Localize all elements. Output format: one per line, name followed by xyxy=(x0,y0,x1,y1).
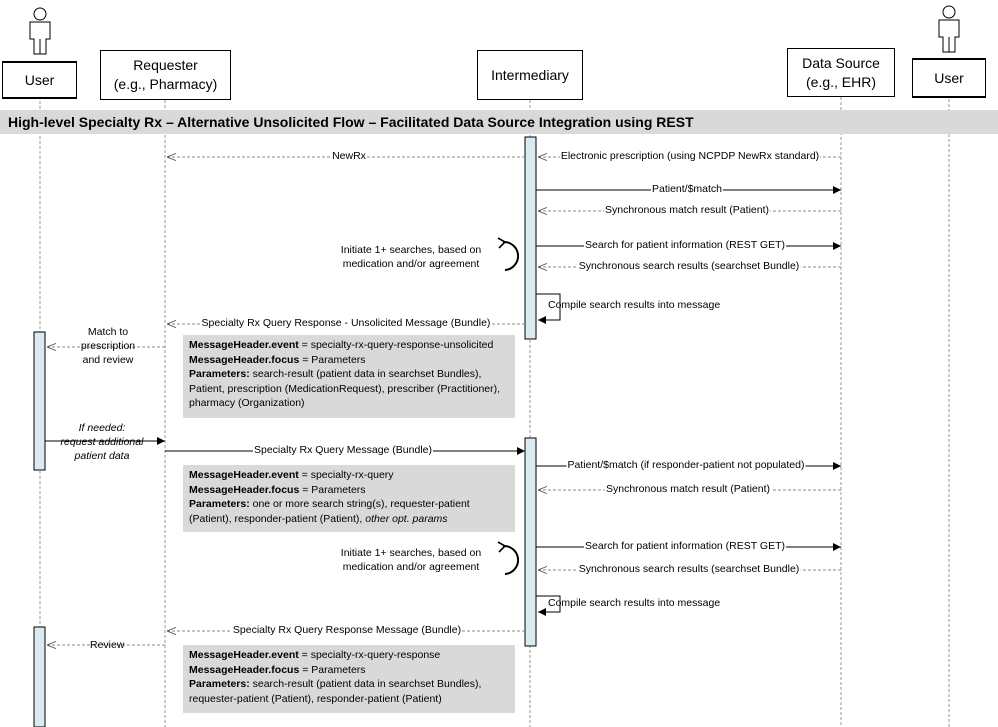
label-if-needed: If needed: request additional patient da… xyxy=(60,422,144,462)
label-patient-match-1: Patient/$match xyxy=(650,183,724,196)
label-electronic-prescription: Electronic prescription (using NCPDP New… xyxy=(559,150,821,163)
note-key: Parameters: xyxy=(189,498,250,511)
label-query-message: Specialty Rx Query Message (Bundle) xyxy=(253,444,433,457)
loop-arrow-icon xyxy=(497,541,520,575)
activation-intermediary-2 xyxy=(524,437,537,647)
participant-requester: Requester (e.g., Pharmacy) xyxy=(100,50,231,100)
note-value: = specialty-rx-query-response xyxy=(298,649,441,661)
note-value: search-result (patient data in searchset… xyxy=(189,368,501,410)
note-key: Parameters: xyxy=(189,678,250,691)
note-query-response: MessageHeader.event = specialty-rx-query… xyxy=(183,645,515,713)
participant-data-source: Data Source (e.g., EHR) xyxy=(787,48,895,97)
label-search-patient-1: Search for patient information (REST GET… xyxy=(584,239,786,252)
note-value: = Parameters xyxy=(299,483,366,496)
note-key: MessageHeader.focus xyxy=(189,353,300,366)
label-query-response: Specialty Rx Query Response Message (Bun… xyxy=(231,624,463,637)
label-patient-match-2: Patient/$match (if responder-patient not… xyxy=(566,459,806,472)
note-key: MessageHeader.event xyxy=(189,649,299,661)
label-compile-1: Compile search results into message xyxy=(548,299,721,311)
note-value-italic: other opt. params xyxy=(365,512,448,525)
note-value: search-result (patient data in searchset… xyxy=(189,678,482,705)
note-value: = Parameters xyxy=(299,353,366,366)
note-value: = specialty-rx-query-response-unsolicite… xyxy=(298,339,494,351)
note-key: MessageHeader.event xyxy=(189,469,299,481)
label-newrx: NewRx xyxy=(331,150,367,163)
note-value: = Parameters xyxy=(299,663,366,676)
label-initiate-searches-2: Initiate 1+ searches, based on medicatio… xyxy=(340,547,482,573)
label-match-review: Match to prescription and review xyxy=(80,326,136,366)
participant-intermediary: Intermediary xyxy=(477,50,583,100)
label-initiate-searches-1: Initiate 1+ searches, based on medicatio… xyxy=(340,244,482,270)
activation-user-1 xyxy=(33,331,46,471)
participant-user-right: User xyxy=(912,58,986,98)
activation-user-2 xyxy=(33,626,46,727)
label-sync-match-2: Synchronous match result (Patient) xyxy=(605,483,771,496)
label-sync-match-1: Synchronous match result (Patient) xyxy=(604,204,770,217)
person-icon xyxy=(29,7,51,55)
label-review: Review xyxy=(90,639,125,651)
label-sync-search-2: Synchronous search results (searchset Bu… xyxy=(577,563,801,576)
participant-user-left: User xyxy=(2,61,77,99)
note-key: MessageHeader.focus xyxy=(189,663,300,676)
note-query-message: MessageHeader.event = specialty-rx-query… xyxy=(183,465,515,532)
person-icon xyxy=(938,5,960,53)
label-search-patient-2: Search for patient information (REST GET… xyxy=(584,540,786,553)
label-sync-search-1: Synchronous search results (searchset Bu… xyxy=(577,260,801,273)
label-compile-2: Compile search results into message xyxy=(548,597,721,609)
activation-intermediary-1 xyxy=(524,136,537,340)
arrow-compile-1 xyxy=(536,293,561,324)
note-value: = specialty-rx-query xyxy=(298,469,394,481)
label-unsolicited-response: Specialty Rx Query Response - Unsolicite… xyxy=(200,317,492,330)
note-unsolicited-response: MessageHeader.event = specialty-rx-query… xyxy=(183,335,515,418)
note-value: one or more search string(s), requester-… xyxy=(189,498,470,525)
diagram-title: High-level Specialty Rx – Alternative Un… xyxy=(0,110,998,134)
note-key: MessageHeader.event xyxy=(189,339,299,351)
note-key: Parameters: xyxy=(189,368,250,381)
loop-arrow-icon xyxy=(497,237,520,271)
arrow-compile-2 xyxy=(536,595,561,616)
note-key: MessageHeader.focus xyxy=(189,483,300,496)
